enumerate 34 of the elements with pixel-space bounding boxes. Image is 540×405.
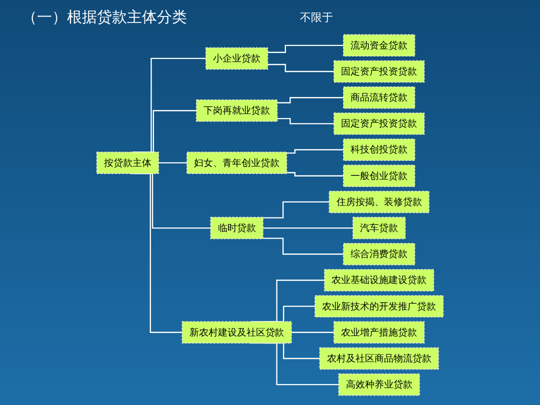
node-box: 科技创投贷款	[343, 138, 416, 161]
connector	[262, 227, 354, 229]
connector	[277, 118, 334, 124]
node-box: 农村及社区商品物流贷款	[319, 347, 439, 370]
node-box: 下岗再就业贷款	[196, 100, 278, 122]
node-box: 商品流转贷款	[343, 86, 416, 109]
connector	[262, 238, 344, 255]
node-box: 小企业贷款	[206, 47, 268, 70]
node-box: 住房按揭、装修贷款	[328, 190, 430, 214]
note-text: 不限于	[300, 10, 333, 25]
node-box: 新农村建设及社区贷款	[182, 321, 292, 344]
node-box: 一般创业贷款	[343, 164, 416, 187]
node-box: 固定资产投资贷款	[334, 60, 425, 83]
connector	[268, 44, 344, 53]
node-box: 农业基础设施建设贷款	[324, 269, 434, 292]
connector	[286, 172, 344, 176]
node-box: 综合消费贷款	[343, 243, 416, 266]
node-box: 流动资金贷款	[343, 34, 416, 57]
node-box: 按贷款主体	[96, 152, 159, 174]
node-box: 妇女、青年创业贷款	[186, 152, 288, 174]
title: （一）根据贷款主体分类	[22, 8, 187, 27]
node-box: 临时贷款	[210, 216, 264, 240]
node-box: 汽车贷款	[352, 216, 406, 240]
node-box: 农业新技术的开发推广贷款	[314, 295, 444, 318]
node-box: 固定资产投资贷款	[334, 112, 425, 135]
node-box: 高效种养业贷款	[338, 373, 420, 396]
connector	[130, 172, 182, 333]
connector	[262, 201, 330, 218]
connector	[277, 97, 344, 104]
connector	[291, 332, 334, 333]
connector	[158, 162, 187, 164]
connector	[268, 64, 334, 72]
node-box: 农业增产措施贷款	[334, 321, 425, 344]
connector	[286, 149, 344, 154]
